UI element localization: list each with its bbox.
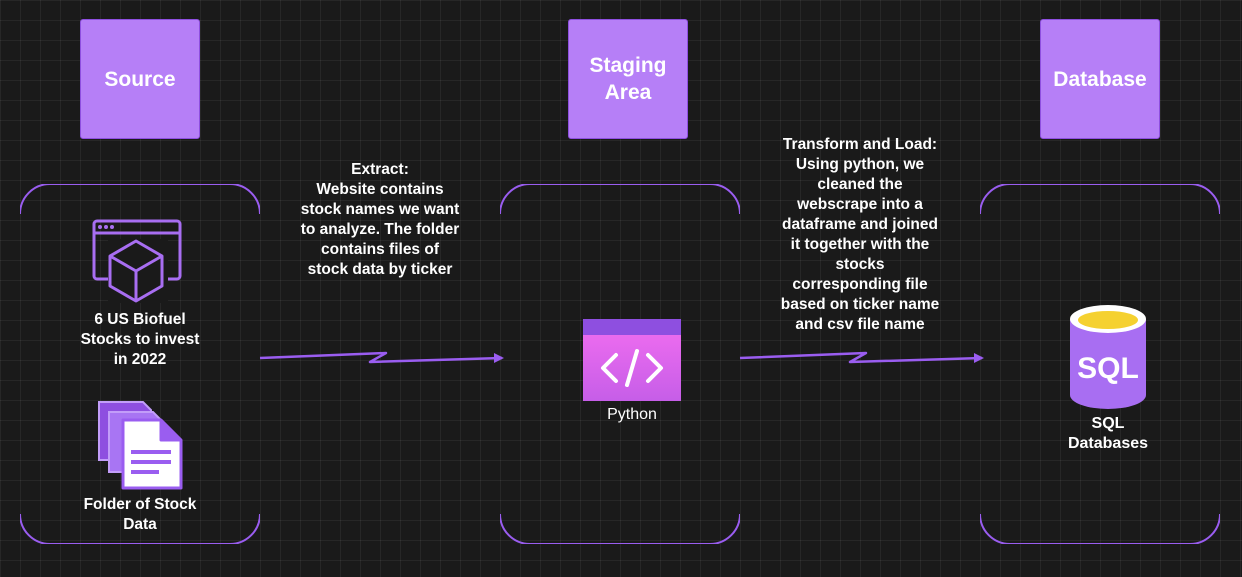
source-container [20,184,260,544]
transform-load-arrow [739,351,984,364]
sql-databases-label: SQL Databases [1067,415,1149,452]
folder-label: Folder of Stock Data [83,496,197,533]
staging-container [500,184,740,544]
extract-arrow [259,351,504,364]
source-header[interactable]: Source [80,19,200,139]
staging-area-header[interactable]: Staging Area [568,19,688,139]
code-brackets-icon [583,319,681,401]
website-cube-icon [92,219,182,303]
database-container [980,184,1220,544]
database-header[interactable]: Database [1040,19,1160,139]
python-label: Python [607,406,657,423]
extract-description: Extract: Website contains stock names we… [300,161,460,278]
website-label: 6 US Biofuel Stocks to invest in 2022 [80,311,200,368]
transform-load-description: Transform and Load: Using python, we cle… [780,136,940,333]
sql-database-icon: SQL [1070,305,1146,409]
sql-icon-text: SQL [1077,352,1139,385]
documents-folder-icon [98,401,183,490]
